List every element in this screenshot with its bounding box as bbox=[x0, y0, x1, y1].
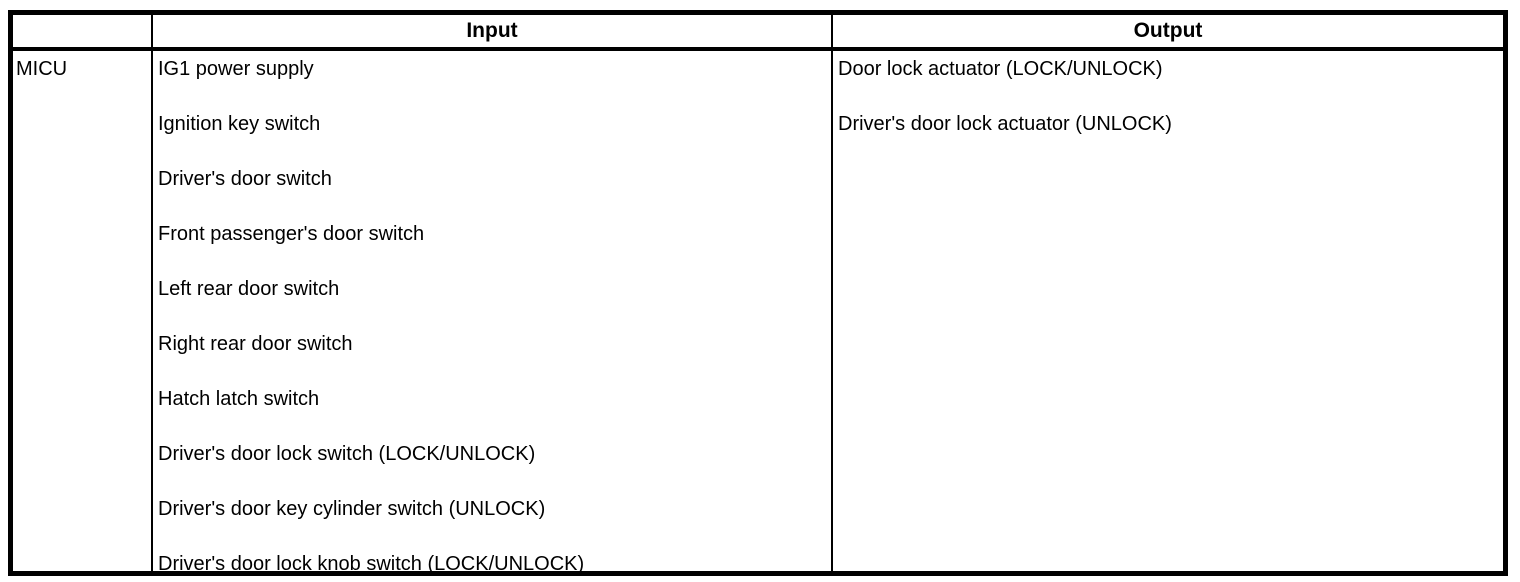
input-item: Front passenger's door switch bbox=[158, 223, 425, 245]
micu-io-table: Input Output MICU IG1 power supply Ignit… bbox=[8, 10, 1508, 576]
input-item: Driver's door lock switch (LOCK/UNLOCK) bbox=[158, 443, 536, 465]
header-cell-output: Output bbox=[833, 15, 1503, 51]
input-item: Ignition key switch bbox=[158, 113, 321, 135]
input-item: Hatch latch switch bbox=[158, 388, 320, 410]
input-item: Left rear door switch bbox=[158, 278, 340, 300]
unit-cell: MICU bbox=[13, 51, 153, 571]
input-list-cell: IG1 power supply Ignition key switch Dri… bbox=[153, 51, 833, 571]
header-cell-input: Input bbox=[153, 15, 833, 51]
header-cell-unit bbox=[13, 15, 153, 51]
input-item: IG1 power supply bbox=[158, 58, 314, 80]
unit-name: MICU bbox=[16, 58, 68, 80]
input-item: Driver's door switch bbox=[158, 168, 332, 190]
input-item: Driver's door key cylinder switch (UNLOC… bbox=[158, 498, 546, 520]
input-item: Driver's door lock knob switch (LOCK/UNL… bbox=[158, 553, 585, 571]
output-item: Driver's door lock actuator (UNLOCK) bbox=[838, 113, 1172, 135]
output-item: Door lock actuator (LOCK/UNLOCK) bbox=[838, 58, 1163, 80]
output-list-cell: Door lock actuator (LOCK/UNLOCK) Driver'… bbox=[833, 51, 1503, 571]
input-item: Right rear door switch bbox=[158, 333, 353, 355]
